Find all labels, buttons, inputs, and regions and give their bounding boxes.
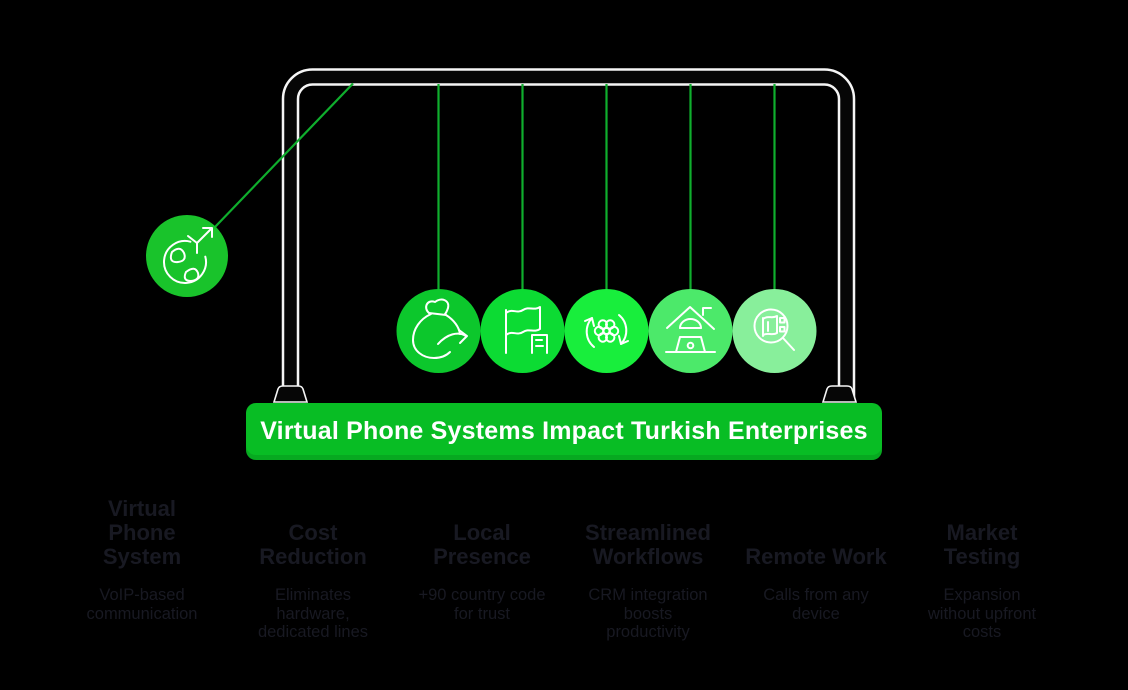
gear-sync-icon: [584, 314, 629, 348]
globe-launch-icon: [163, 227, 213, 284]
column-remote-work: Remote Work Calls from any device: [721, 497, 911, 623]
column-cost-reduction: Cost Reduction Eliminates hardware, dedi…: [218, 497, 408, 642]
column-virtual-phone-system: Virtual Phone System VoIP-based communic…: [47, 497, 237, 623]
ball-circle: [146, 215, 228, 297]
benefit-columns: Virtual Phone System VoIP-based communic…: [0, 497, 1128, 667]
page-title: Virtual Phone Systems Impact Turkish Ent…: [260, 417, 868, 445]
ball-circle: [648, 289, 733, 373]
ball-market-testing: [732, 289, 817, 373]
string-swung: [214, 82, 354, 228]
newtons-cradle-diagram: [146, 68, 858, 403]
cradle-frame: [272, 68, 858, 403]
ball-cost-reduction: [396, 289, 481, 373]
frame-foot-right: [821, 385, 858, 403]
map-flag-icon: [505, 306, 548, 354]
ball-local-presence: [480, 289, 565, 373]
ball-circle: [732, 289, 817, 373]
column-subtext: Eliminates hardware, dedicated lines: [257, 586, 369, 641]
title-banner: Virtual Phone Systems Impact Turkish Ent…: [246, 403, 882, 460]
column-subtext: Expansion without upfront costs: [927, 586, 1037, 641]
column-heading: Cost Reduction: [259, 520, 367, 569]
ball-circle: [564, 289, 649, 373]
column-heading: Virtual Phone System: [102, 496, 182, 569]
column-subtext: Calls from any device: [763, 586, 869, 623]
money-bag-icon: [412, 298, 468, 359]
ball-virtual-phone-system: [146, 215, 228, 297]
column-heading: Local Presence: [433, 520, 531, 569]
column-streamlined-workflows: Streamlined Workflows CRM integration bo…: [553, 497, 743, 642]
column-market-testing: Market Testing Expansion without upfront…: [887, 497, 1077, 642]
magnifier-flag-icon: [753, 308, 795, 351]
column-heading: Remote Work: [745, 544, 887, 569]
frame-foot-left: [272, 385, 309, 403]
frame-core: [284, 70, 853, 402]
column-heading: Streamlined Workflows: [585, 520, 711, 569]
cradle-strings: [214, 82, 776, 292]
column-subtext: VoIP-based communication: [86, 586, 198, 623]
ball-remote-work: [648, 289, 733, 373]
column-subtext: +90 country code for trust: [418, 586, 546, 623]
column-subtext: CRM integration boosts productivity: [588, 586, 708, 641]
ball-streamlined-workflows: [564, 289, 649, 373]
home-office-icon: [665, 306, 716, 353]
column-heading: Market Testing: [943, 520, 1021, 569]
ball-circle: [480, 289, 565, 373]
column-local-presence: Local Presence +90 country code for trus…: [387, 497, 577, 623]
ball-circle: [396, 289, 481, 373]
